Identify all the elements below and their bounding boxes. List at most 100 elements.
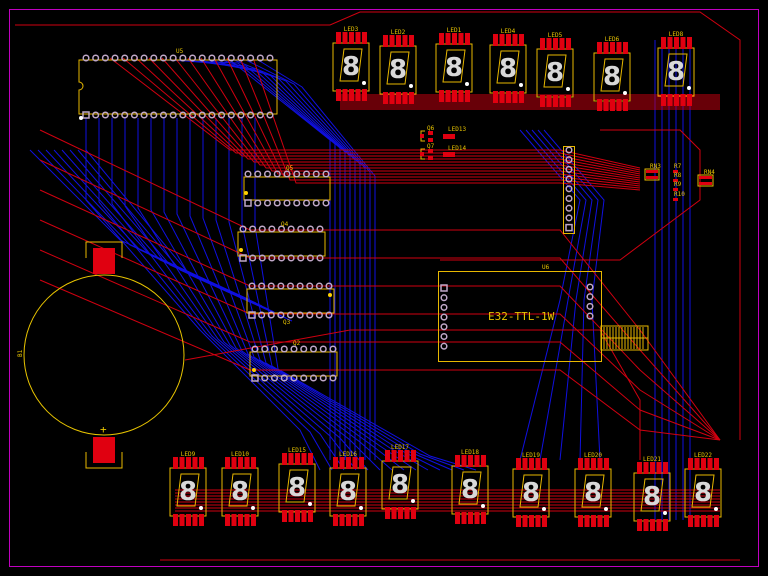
- pin-pad: [266, 54, 274, 62]
- pin-pad: [244, 199, 252, 207]
- pin-pad: [208, 111, 216, 119]
- copper-trace: [29, 149, 251, 301]
- q3-ic-footprint[interactable]: Q3: [246, 282, 335, 326]
- q4-ic-footprint[interactable]: Q4: [237, 221, 326, 262]
- pin-pad: [270, 374, 279, 382]
- pin-pad: [325, 311, 333, 319]
- pin-pad: [565, 146, 573, 154]
- pin-pad: [297, 254, 305, 262]
- pin-pad: [261, 345, 269, 353]
- digit-glyph: 8: [339, 477, 357, 507]
- display-label: LED19: [522, 452, 540, 459]
- pin-pad: [280, 374, 288, 382]
- q2-ic-footprint[interactable]: Q2: [249, 340, 338, 382]
- r8-label: R8: [674, 172, 682, 179]
- pin-pad: [329, 345, 337, 353]
- digit-glyph: 8: [231, 477, 249, 507]
- copper-trace: [85, 149, 293, 322]
- digit-glyph: 8: [522, 478, 540, 508]
- u6-lora-module[interactable]: U6 E32-TTL-1W: [438, 264, 649, 362]
- pin-pad: [312, 199, 320, 207]
- resistor-r9[interactable]: R9: [673, 181, 682, 191]
- pin-pad: [586, 312, 594, 320]
- r9-label: R9: [674, 181, 682, 188]
- pin-pad: [315, 311, 323, 319]
- transistor-q7[interactable]: Q7: [420, 143, 435, 160]
- copper-trace: [39, 249, 721, 441]
- pin-pad: [290, 374, 298, 382]
- transistor-q6[interactable]: Q6: [420, 125, 435, 142]
- resistor-r8[interactable]: R8: [673, 172, 682, 182]
- top-copper-traces: [15, 11, 741, 561]
- resistor-r7[interactable]: R7: [673, 163, 682, 173]
- pin-pad: [302, 170, 311, 178]
- pin-pad: [273, 170, 281, 178]
- pin-pad: [188, 54, 197, 62]
- pin-pad: [254, 199, 262, 207]
- resistor-r10[interactable]: R10: [673, 191, 685, 201]
- pin-pad: [306, 254, 314, 262]
- led13[interactable]: LED13: [443, 126, 466, 139]
- q5-ic-footprint[interactable]: Q5: [243, 165, 331, 207]
- pin-pad: [440, 313, 448, 321]
- pin-pad: [258, 311, 266, 319]
- pin-pad: [319, 374, 327, 382]
- pin-pad: [268, 225, 276, 233]
- display-label: LED6: [605, 36, 620, 43]
- q3-label: Q3: [283, 319, 291, 326]
- pin-pad: [293, 199, 301, 207]
- pin-pad: [267, 311, 275, 319]
- seven-segment-display-led19[interactable]: 8 LED19: [512, 452, 550, 527]
- copper-trace: [39, 189, 721, 441]
- pin-pad: [315, 282, 323, 290]
- pin-pad: [251, 374, 259, 382]
- pin-pad: [287, 225, 295, 233]
- pin-pad: [565, 204, 573, 212]
- copper-trace: [137, 118, 369, 471]
- b1-label: B1: [17, 349, 24, 357]
- pin-pad: [440, 323, 448, 331]
- pin-pad: [188, 111, 197, 119]
- led14[interactable]: LED14: [443, 145, 466, 157]
- copper-trace: [221, 59, 361, 460]
- copper-trace: [39, 129, 721, 441]
- battery-holder-b1[interactable]: B1 +: [17, 241, 185, 469]
- digit-glyph: 8: [179, 477, 197, 507]
- resistor-network-rn4[interactable]: RN4: [697, 169, 715, 187]
- copper-trace: [184, 329, 641, 460]
- rn3-label: RN3: [650, 163, 661, 170]
- copper-trace: [37, 149, 257, 304]
- u5-ic-footprint[interactable]: U5: [78, 48, 278, 120]
- pin-pad: [296, 282, 304, 290]
- pin-pad: [273, 199, 281, 207]
- pin-header-connector[interactable]: [563, 146, 575, 234]
- q7-label: Q7: [427, 143, 435, 150]
- pin-pad: [296, 311, 304, 319]
- pin-pad: [300, 374, 308, 382]
- resistor-network-rn3[interactable]: RN3: [644, 163, 661, 181]
- pin-pad: [140, 111, 148, 119]
- display-label: LED5: [548, 32, 563, 39]
- copper-trace: [39, 159, 721, 441]
- pin-pad: [283, 199, 291, 207]
- pin-pad: [258, 282, 266, 290]
- digit-glyph: 8: [667, 57, 685, 87]
